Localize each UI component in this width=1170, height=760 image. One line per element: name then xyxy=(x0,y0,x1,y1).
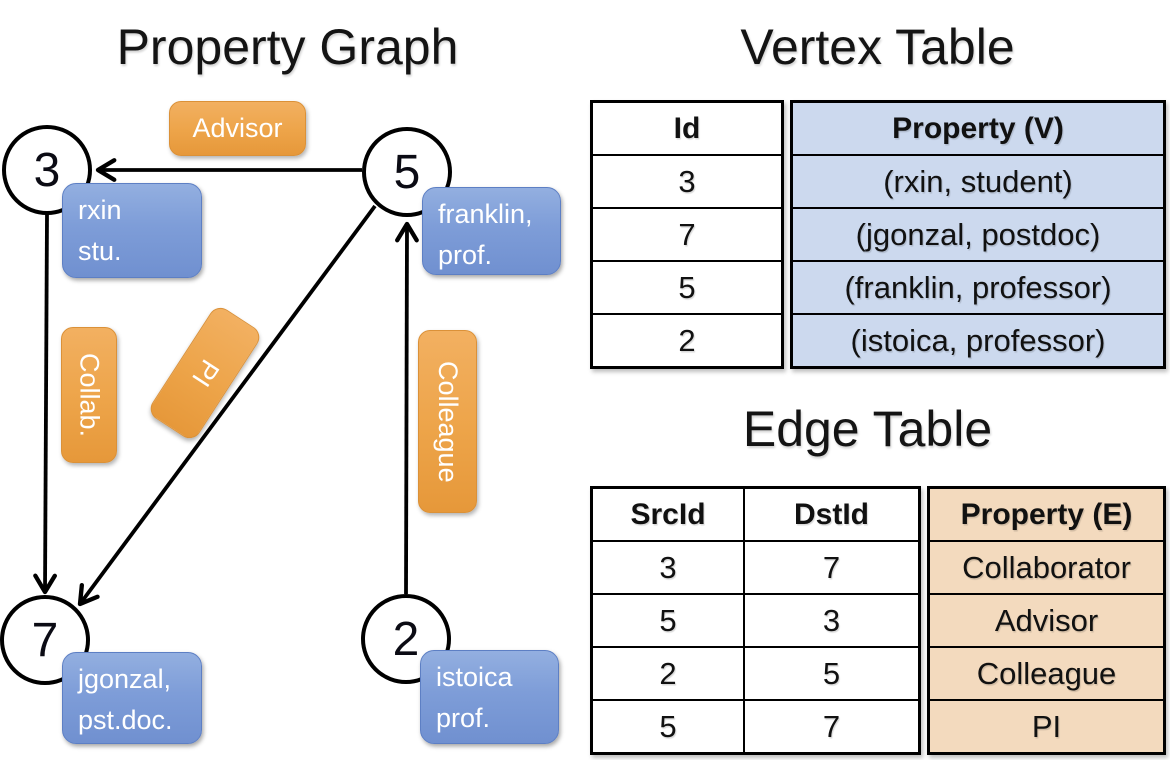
node-property-line: prof. xyxy=(438,240,493,270)
node-property-label-7: jgonzal, pst.doc. xyxy=(62,652,202,744)
vertex-table-id-column: Id 3 7 5 2 xyxy=(590,100,784,369)
edge-label-collab: Collab. xyxy=(61,327,117,463)
edge-line-collab-3-to-7 xyxy=(33,213,58,595)
node-property-line: franklin, xyxy=(438,199,533,229)
edge-dstid-cell: 5 xyxy=(743,646,918,699)
node-property-line: istoica xyxy=(436,662,513,692)
edge-table-header-srcid: SrcId xyxy=(630,497,706,531)
edge-srcid-cell: 2 xyxy=(593,646,743,699)
edge-property-cell: Collaborator xyxy=(930,540,1163,593)
vertex-id-cell: 7 xyxy=(593,207,781,260)
edge-label-advisor: Advisor xyxy=(169,101,306,156)
edge-line-pi-5-to-7 xyxy=(77,204,377,607)
node-property-label-3: rxin stu. xyxy=(62,183,202,278)
vertex-table-header-property: Property (V) xyxy=(892,111,1064,145)
edge-property-cell: PI xyxy=(930,699,1163,752)
node-property-label-2: istoica prof. xyxy=(420,650,559,744)
node-property-line: prof. xyxy=(436,703,491,733)
edge-dstid-cell: 7 xyxy=(743,699,918,752)
edge-property-cell: Advisor xyxy=(930,593,1163,646)
vertex-table-property-column: Property (V) (rxin, student) (jgonzal, p… xyxy=(790,100,1166,369)
edge-srcid-cell: 5 xyxy=(593,593,743,646)
edge-dstid-cell: 3 xyxy=(743,593,918,646)
edge-table-header-property: Property (E) xyxy=(960,497,1133,531)
edge-label-colleague: Colleague xyxy=(418,330,477,513)
vertex-table-title: Vertex Table xyxy=(740,19,1015,75)
vertex-property-cell: (rxin, student) xyxy=(793,154,1163,207)
node-id-2: 2 xyxy=(392,612,420,666)
edge-srcid-cell: 3 xyxy=(593,540,743,593)
node-property-line: stu. xyxy=(78,236,122,266)
edge-table-header-dstid: DstId xyxy=(743,489,918,540)
node-property-line: jgonzal, xyxy=(78,664,172,694)
vertex-property-cell: (istoica, professor) xyxy=(793,313,1163,366)
edge-srcid-cell: 5 xyxy=(593,699,743,752)
edge-table-id-columns: SrcId DstId 3 7 5 3 2 5 5 7 xyxy=(590,486,921,755)
vertex-id-cell: 5 xyxy=(593,260,781,313)
node-id-3: 3 xyxy=(33,143,61,197)
vertex-property-cell: (franklin, professor) xyxy=(793,260,1163,313)
edge-property-cell: Colleague xyxy=(930,646,1163,699)
node-id-7: 7 xyxy=(31,613,59,667)
edge-dstid-cell: 7 xyxy=(743,540,918,593)
node-property-label-5: franklin, prof. xyxy=(422,187,561,275)
node-id-5: 5 xyxy=(393,145,421,199)
vertex-id-cell: 2 xyxy=(593,313,781,366)
vertex-id-cell: 3 xyxy=(593,154,781,207)
edge-table-title: Edge Table xyxy=(742,401,993,457)
property-graph-title: Property Graph xyxy=(116,19,459,75)
vertex-table-header-id: Id xyxy=(673,111,701,145)
vertex-property-cell: (jgonzal, postdoc) xyxy=(793,207,1163,260)
edge-line-colleague-2-to-5 xyxy=(395,221,419,595)
node-property-line: pst.doc. xyxy=(78,705,173,735)
node-property-line: rxin xyxy=(78,195,122,225)
edge-table-property-column: Property (E) Collaborator Advisor Collea… xyxy=(927,486,1166,755)
